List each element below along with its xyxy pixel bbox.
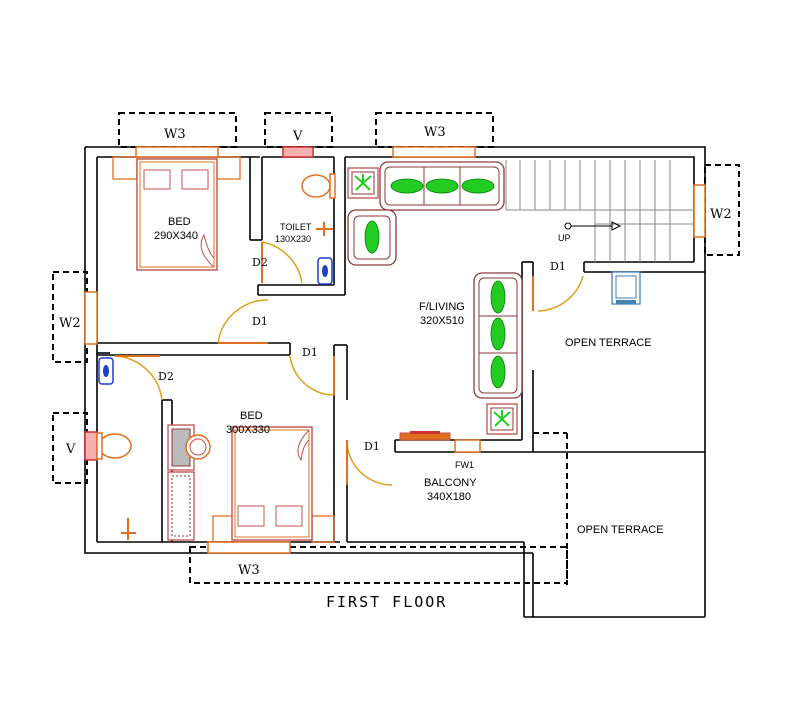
- door-d2-bath2-icon: [114, 355, 163, 401]
- bed2-icon: [231, 426, 313, 541]
- room-toilet1-size: 130X230: [275, 234, 311, 244]
- room-living-size: 320X510: [420, 315, 464, 327]
- door-d1-terrace-icon: [537, 275, 584, 312]
- window-projection-v-left: [52, 412, 88, 484]
- window-w3-mid-label: W3: [424, 125, 446, 140]
- plan-title: FIRST FLOOR: [326, 593, 447, 611]
- room-living-name: F/LIVING: [419, 301, 465, 313]
- window-w3-left-label: W3: [164, 127, 186, 142]
- window-fw1-icon: [454, 439, 481, 453]
- bed1-furniture: [112, 156, 241, 271]
- tv-unit-icon: [399, 432, 451, 441]
- door-d1-balcony-label: D1: [364, 440, 380, 453]
- room-bed1-name: BED: [168, 216, 191, 228]
- stair-arrow-icon: [611, 221, 622, 231]
- pillow-icon: [275, 505, 303, 527]
- room-bed1-size: 290X340: [154, 230, 198, 242]
- bed2-furniture: [167, 424, 335, 543]
- staircase: [505, 160, 694, 262]
- windows: [84, 146, 706, 554]
- stair-up-label: UP: [558, 233, 571, 243]
- window-w3-bottom-label: W3: [238, 563, 260, 578]
- window-w3-bottom-icon: [207, 541, 291, 554]
- door-d1-bed1-icon: [217, 299, 269, 344]
- outdoor-unit-icon: [611, 271, 641, 305]
- bedside-table: [311, 515, 335, 543]
- window-w2-right-icon: [693, 184, 706, 238]
- ventilator-top-icon: [282, 146, 314, 158]
- room-balcony-name: BALCONY: [424, 477, 477, 489]
- door-d2-bath2-label: D2: [158, 370, 174, 383]
- room-bed2-name: BED: [240, 410, 263, 422]
- bedside-table: [215, 156, 241, 180]
- window-projection-w3-left: [118, 112, 237, 148]
- window-w2-left-icon: [84, 291, 98, 345]
- door-d1-bed2-icon: [289, 355, 335, 396]
- wc-icon: [301, 174, 331, 198]
- bedside-table: [112, 156, 138, 180]
- room-terrace2-name: OPEN TERRACE: [577, 524, 664, 536]
- window-v-top-label: V: [292, 129, 303, 144]
- door-d1-bed1-label: D1: [252, 315, 268, 328]
- ventilator-left-icon: [84, 431, 98, 461]
- toilet1-fixtures: [301, 173, 336, 285]
- window-w3-mid-icon: [392, 146, 476, 158]
- stair-start-icon: [564, 222, 572, 230]
- window-w2-left-label: W2: [59, 316, 81, 331]
- window-w2-right-label: W2: [710, 207, 732, 222]
- pillow-icon: [143, 169, 171, 190]
- pillow-icon: [181, 169, 209, 190]
- window-projection-w2-left: [52, 271, 88, 363]
- window-w3-left-icon: [135, 146, 219, 158]
- bed1-icon: [136, 158, 218, 271]
- window-v-left-label: V: [65, 442, 76, 457]
- door-d2-toilet-label: D2: [252, 256, 268, 269]
- room-balcony-size: 340X180: [427, 491, 471, 503]
- dashed-projections: [52, 112, 740, 585]
- door-d1-terrace-label: D1: [550, 260, 566, 273]
- room-toilet1-name: TOILET: [280, 222, 312, 232]
- living-furniture: [347, 161, 523, 441]
- room-bed2-size: 300X330: [226, 424, 270, 436]
- window-projection-w3-mid: [375, 112, 494, 148]
- pillow-icon: [237, 505, 265, 527]
- door-d2-toilet-icon: [261, 241, 303, 284]
- wc-icon: [98, 433, 132, 459]
- window-fw1-label: FW1: [455, 460, 474, 470]
- door-d1-bed2-label: D1: [302, 346, 318, 359]
- room-terrace1-name: OPEN TERRACE: [565, 337, 652, 349]
- outer-wall-left-bottom: [84, 147, 533, 554]
- bath2-fixtures: [96, 357, 136, 540]
